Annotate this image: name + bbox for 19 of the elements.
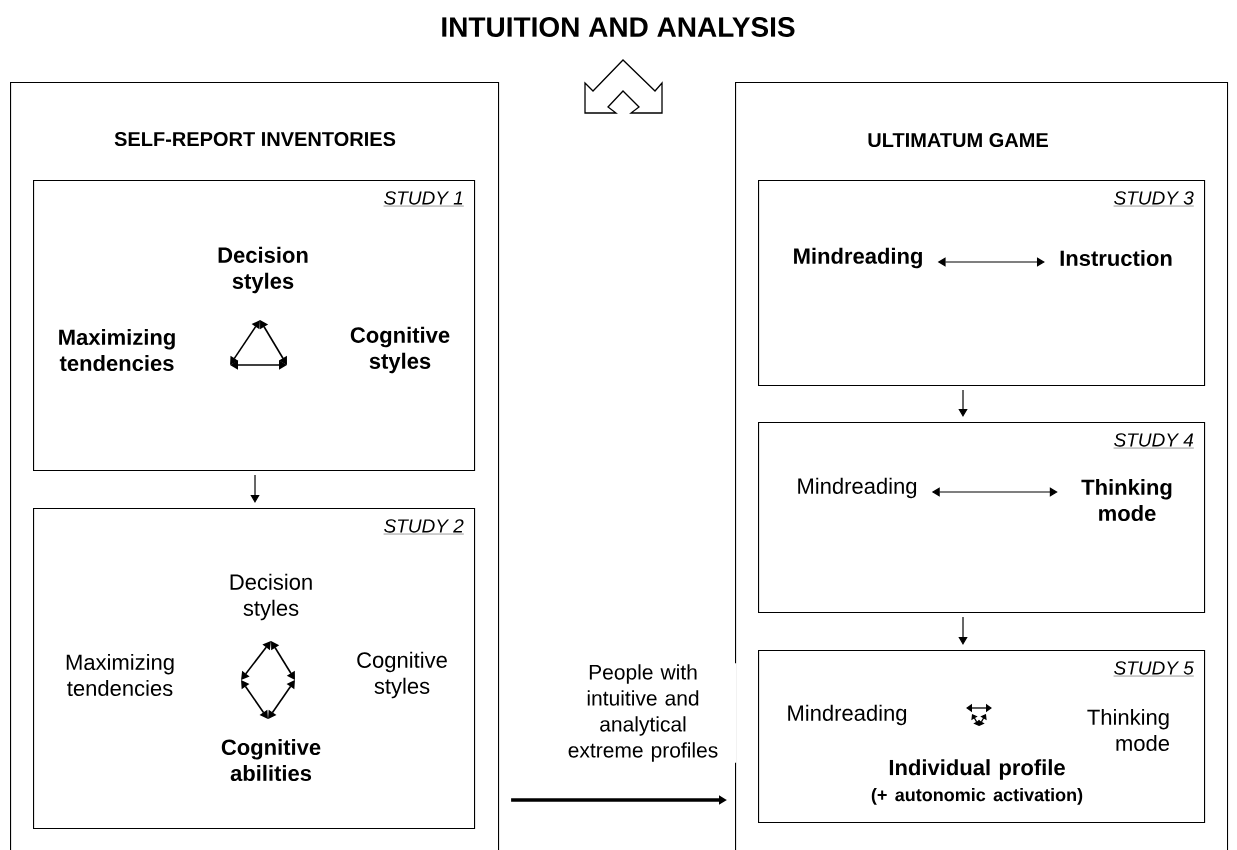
arrow — [958, 389, 968, 417]
node-label: Thinking mode — [1081, 478, 1172, 522]
node-label: Mindreading — [798, 477, 917, 499]
node-label: Decision styles — [218, 246, 308, 294]
node-label: Maximizing tendencies — [59, 328, 175, 372]
node-label: Mindreading — [794, 247, 922, 269]
node-label: Maximizing tendencies — [66, 653, 174, 697]
node-label: Cognitive styles — [357, 651, 447, 699]
node-label: Mindreading — [788, 704, 907, 726]
node-label: Cognitive styles — [350, 326, 450, 374]
title: INTUITION AND ANALYSIS — [442, 17, 795, 37]
node-label: Decision styles — [230, 573, 312, 621]
node-label: Cognitive abilities — [221, 738, 321, 782]
node-label: Instruction — [1060, 249, 1172, 267]
arrow — [958, 616, 968, 645]
node-label: Individual profile (+ autonomic activation) — [871, 759, 1083, 805]
edge-label: People with intuitive and analytical extreme profiles — [549, 663, 737, 763]
node-label: Thinking mode — [1087, 708, 1169, 752]
arrow — [250, 474, 260, 503]
